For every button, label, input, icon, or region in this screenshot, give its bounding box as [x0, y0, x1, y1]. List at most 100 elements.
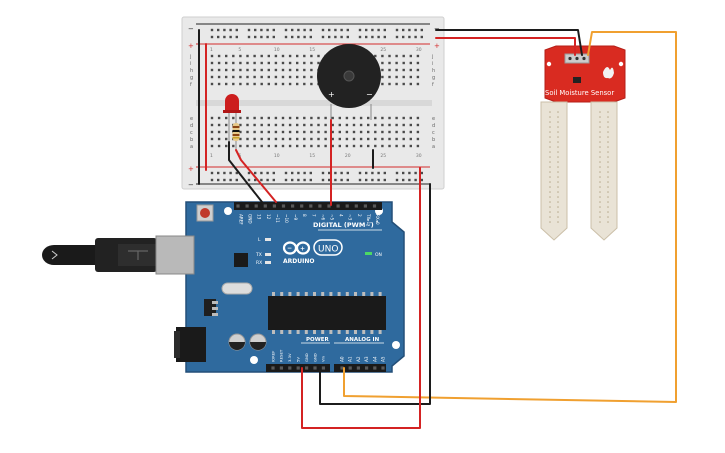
- breadboard-hole: [310, 82, 313, 86]
- breadboard-rail-hole: [340, 171, 343, 175]
- column-number: 20: [345, 153, 351, 159]
- breadboard-hole: [416, 123, 420, 127]
- breadboard-rail-hole: [334, 28, 337, 32]
- breadboard-hole: [281, 61, 285, 65]
- digital-pin-label: 2: [357, 214, 362, 217]
- breadboard-rail-hole: [321, 178, 325, 182]
- digital-pin-label: AREF: [239, 214, 244, 225]
- breadboard-rail-hole: [260, 35, 263, 39]
- header-hole: [372, 204, 377, 208]
- header-hole: [336, 204, 340, 208]
- breadboard-hole: [267, 137, 270, 141]
- breadboard-hole: [281, 75, 285, 79]
- breadboard-rail-hole: [420, 171, 423, 175]
- wire-sensor-vcc: [435, 37, 576, 56]
- column-number: 1: [210, 47, 213, 53]
- breadboard-hole: [225, 61, 228, 65]
- breadboard-rail-hole: [328, 171, 331, 175]
- breadboard-hole: [374, 137, 377, 141]
- arduino-logo: − + ARDUINO: [282, 241, 314, 265]
- breadboard-rail-hole: [395, 178, 399, 182]
- breadboard-rail-hole: [408, 35, 411, 39]
- breadboard-hole: [225, 116, 228, 120]
- header-hole: [291, 204, 295, 208]
- row-letter: h: [190, 68, 193, 74]
- breadboard-hole: [239, 116, 242, 120]
- breadboard-hole: [267, 68, 270, 72]
- usb-cable: [42, 235, 195, 275]
- analog-pin-label: A2: [356, 356, 361, 362]
- breadboard-hole: [296, 68, 299, 72]
- breadboard-hole: [288, 130, 292, 134]
- breadboard-rail-hole: [365, 35, 368, 39]
- breadboard-rail-hole: [297, 178, 300, 182]
- breadboard-hole: [260, 137, 263, 141]
- breadboard-hole: [324, 144, 327, 148]
- breadboard-hole: [345, 137, 349, 141]
- breadboard-hole: [253, 123, 256, 127]
- breadboard-hole: [416, 61, 420, 65]
- breadboard-rail-hole: [229, 35, 232, 39]
- header-hole: [356, 366, 360, 370]
- breadboard-hole: [281, 137, 285, 141]
- breadboard-hole: [210, 137, 214, 141]
- breadboard-rail-hole: [235, 178, 238, 182]
- breadboard-hole: [402, 144, 405, 148]
- breadboard-rail-hole: [291, 35, 294, 39]
- breadboard-hole: [260, 130, 263, 134]
- breadboard-rail-hole: [266, 178, 269, 182]
- breadboard-rail-hole: [254, 28, 257, 32]
- breadboard-hole: [324, 137, 327, 141]
- breadboard-hole: [274, 61, 278, 65]
- breadboard-hole: [388, 61, 391, 65]
- breadboard-hole: [217, 61, 221, 65]
- breadboard-hole: [317, 130, 320, 134]
- wires: [198, 29, 677, 429]
- breadboard-hole: [225, 68, 228, 72]
- breadboard-rail-hole: [223, 28, 226, 32]
- breadboard-hole: [416, 116, 420, 120]
- digital-pin-label: ~10: [284, 214, 289, 223]
- breadboard-hole: [409, 130, 412, 134]
- breadboard-hole: [303, 82, 306, 86]
- soil-moisture-sensor: Soil Moisture Sensor: [540, 45, 626, 241]
- breadboard-hole: [416, 137, 420, 141]
- breadboard-rail-hole: [235, 28, 238, 32]
- breadboard-rail-hole: [395, 35, 399, 39]
- breadboard-hole: [409, 54, 412, 58]
- column-number: 25: [380, 47, 386, 53]
- breadboard-hole: [324, 130, 327, 134]
- breadboard-hole: [303, 130, 306, 134]
- breadboard-hole: [253, 75, 256, 79]
- power-jack: [176, 327, 206, 362]
- header-hole: [363, 204, 367, 208]
- analog-label: ANALOG IN: [345, 337, 380, 343]
- row-letter: i: [432, 61, 433, 67]
- wire-5v-supply: [301, 167, 421, 429]
- breadboard-hole: [260, 82, 263, 86]
- breadboard-hole: [409, 75, 412, 79]
- row-letter: f: [190, 82, 192, 88]
- breadboard-hole: [367, 123, 370, 127]
- breadboard-rail-hole: [358, 171, 362, 175]
- breadboard-rail-hole: [365, 28, 368, 32]
- breadboard-rail-hole: [217, 178, 220, 182]
- breadboard-rail-hole: [346, 171, 349, 175]
- breadboard-rail-hole: [260, 178, 263, 182]
- breadboard-rail-hole: [210, 35, 214, 39]
- breadboard-hole: [210, 144, 214, 148]
- digital-pin-label: 4: [339, 214, 344, 217]
- row-letter: d: [432, 123, 435, 129]
- breadboard-rail-hole: [217, 171, 220, 175]
- breadboard-hole: [310, 61, 313, 65]
- breadboard-rail-hole: [297, 35, 300, 39]
- breadboard-hole: [352, 116, 356, 120]
- breadboard-hole: [416, 75, 420, 79]
- breadboard-hole: [395, 137, 398, 141]
- digital-header: [234, 202, 382, 210]
- usb-port: [155, 235, 195, 275]
- digital-pin-label: ~5: [330, 214, 335, 221]
- breadboard-rail-hole: [266, 171, 269, 175]
- breadboard-rail-hole: [371, 178, 374, 182]
- breadboard-hole: [232, 82, 235, 86]
